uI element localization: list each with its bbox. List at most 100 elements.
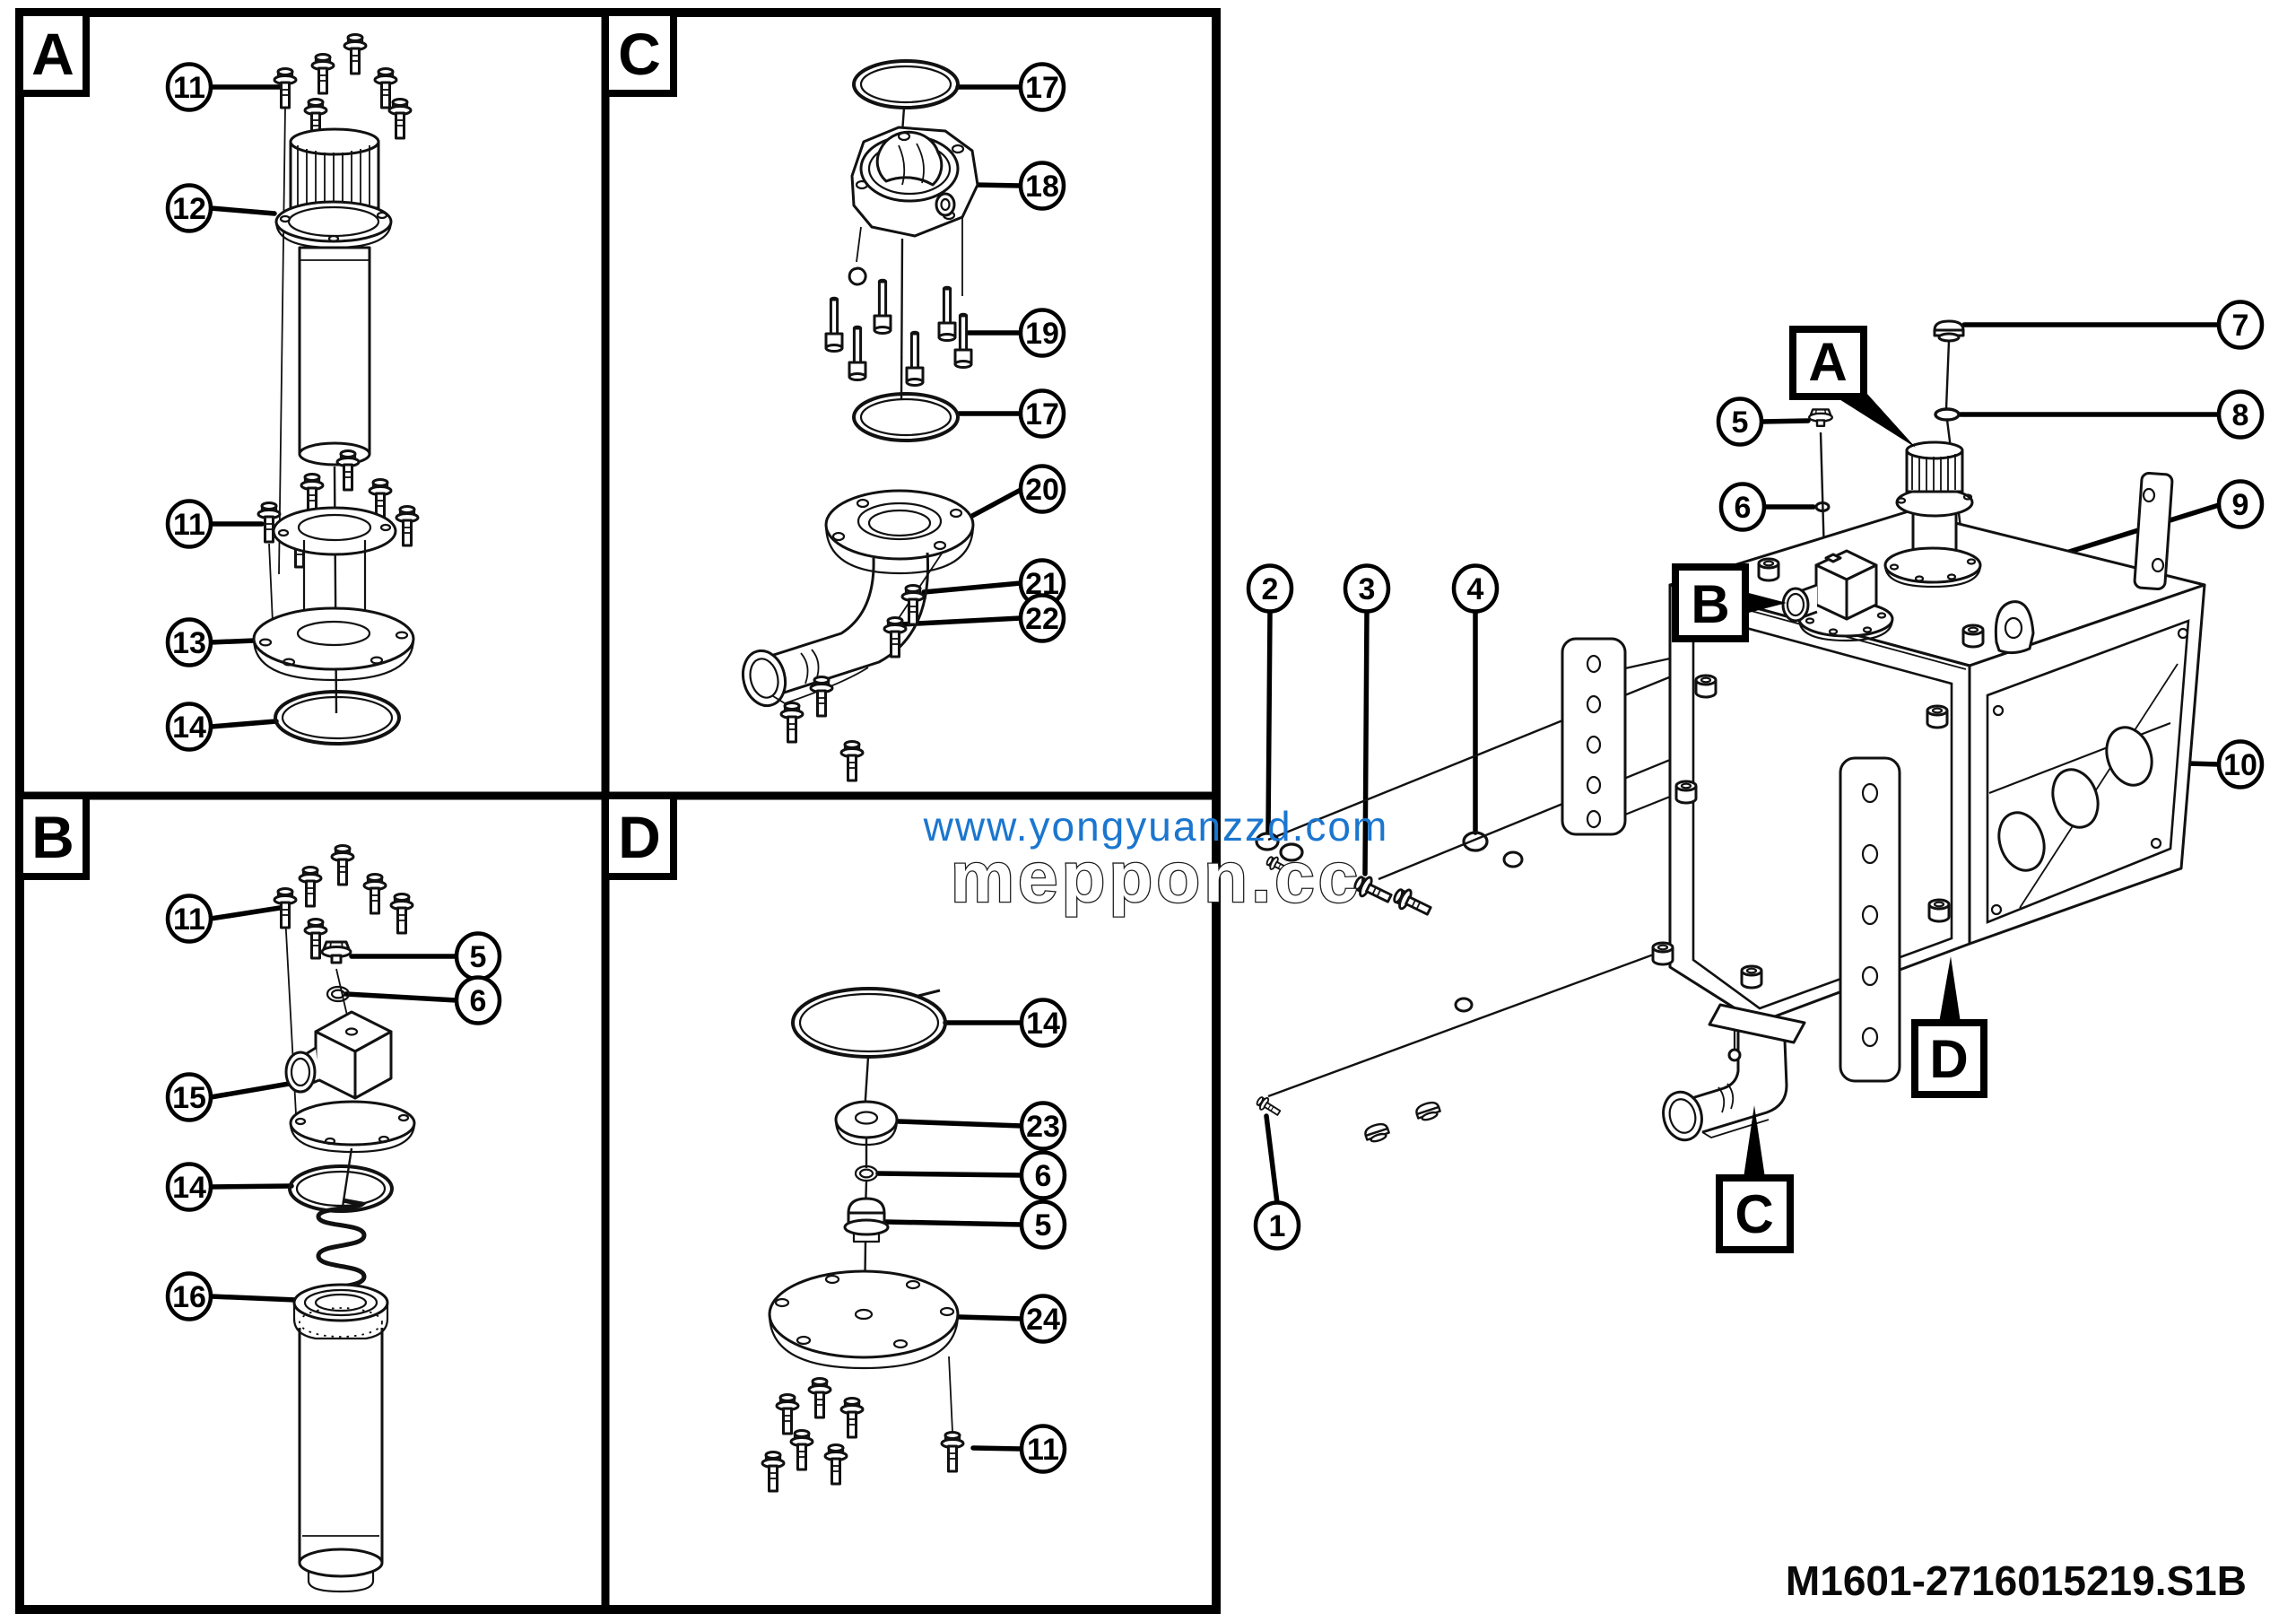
svg-text:19: 19	[1025, 317, 1059, 351]
callout-panel-c-19: 19	[1018, 308, 1066, 358]
watermark: www.yongyuanzzd.com meppon.cc	[923, 803, 1387, 918]
svg-text:5: 5	[1732, 406, 1749, 440]
panel-frames: A C B D	[15, 8, 1221, 1614]
drain-plug-part	[843, 1197, 890, 1243]
standpipe-part	[252, 506, 415, 682]
svg-text:6: 6	[1035, 1159, 1052, 1193]
ref-label-a: A	[1808, 332, 1847, 392]
filter-element-part	[292, 1283, 389, 1593]
svg-text:14: 14	[172, 1171, 206, 1205]
breather-plug	[1933, 319, 1965, 343]
callout-panel-b-11: 11	[165, 894, 213, 944]
callout-panel-d-24: 24	[1019, 1294, 1067, 1344]
suction-block-part	[284, 1010, 416, 1154]
svg-text:24: 24	[1026, 1303, 1060, 1337]
callout-panel-a-12: 12	[165, 183, 213, 233]
ball-valve-part	[848, 126, 979, 286]
svg-text:15: 15	[172, 1081, 206, 1115]
svg-text:1: 1	[1269, 1209, 1286, 1243]
callout-panel-c-17: 17	[1018, 62, 1066, 112]
callout-assembly-6: 6	[1718, 482, 1767, 532]
callout-panel-a-14: 14	[165, 702, 213, 752]
callout-assembly-3: 3	[1343, 563, 1391, 614]
callout-panel-b-6: 6	[454, 975, 502, 1025]
panel-label-c: C	[618, 21, 661, 87]
filler-cap-part	[274, 127, 393, 249]
panel-box-d	[602, 792, 677, 880]
loose-hardware	[1254, 408, 1834, 1146]
panel-box-b	[16, 792, 90, 880]
ref-label-b: B	[1691, 574, 1729, 634]
svg-text:14: 14	[172, 711, 206, 745]
panel-label-d: D	[618, 804, 661, 870]
callout-panel-d-6: 6	[1019, 1150, 1067, 1200]
svg-text:2: 2	[1262, 572, 1279, 606]
svg-text:13: 13	[172, 626, 206, 660]
callout-panel-d-11: 11	[1019, 1424, 1067, 1474]
drain-elbow	[1662, 1003, 1806, 1142]
panel-box-a	[16, 9, 90, 97]
callout-panel-b-5: 5	[454, 931, 502, 981]
callout-assembly-1: 1	[1253, 1200, 1301, 1251]
callout-assembly-10: 10	[2216, 739, 2265, 789]
center-bracket	[1839, 756, 1901, 1083]
panel-d-drawing	[761, 987, 1024, 1493]
svg-text:10: 10	[2223, 748, 2257, 782]
suction-assembly	[1781, 549, 1894, 642]
ref-label-d: D	[1929, 1029, 1968, 1089]
svg-text:6: 6	[1735, 491, 1752, 525]
lifting-lug	[1994, 600, 2035, 655]
callout-panel-c-20: 20	[1018, 464, 1066, 514]
svg-text:4: 4	[1467, 572, 1484, 606]
panel-c-drawing	[741, 59, 1023, 782]
svg-text:11: 11	[1027, 1433, 1059, 1467]
strainer-body-part	[298, 246, 371, 467]
callout-panel-a-13: 13	[165, 617, 213, 667]
panel-box-c	[602, 9, 677, 97]
svg-text:11: 11	[173, 508, 205, 542]
svg-text:14: 14	[1026, 1007, 1060, 1041]
callout-layer: 1112111314171819172021221156151416142365…	[165, 62, 2265, 1474]
panel-b-drawing	[208, 844, 459, 1593]
svg-text:17: 17	[1025, 397, 1059, 432]
ref-labels: A B C D	[1672, 326, 1987, 1253]
callout-panel-d-5: 5	[1019, 1199, 1067, 1250]
svg-text:8: 8	[2232, 398, 2249, 432]
callout-assembly-2: 2	[1246, 563, 1294, 614]
panel-a-drawing	[208, 33, 420, 746]
left-bracket	[1561, 637, 1671, 836]
cover-plate-part	[768, 1269, 960, 1370]
svg-text:16: 16	[172, 1280, 206, 1314]
washer-part	[834, 1100, 899, 1147]
svg-text:9: 9	[2232, 488, 2249, 522]
panel-label-b: B	[31, 804, 74, 870]
callout-panel-c-22: 22	[1018, 593, 1066, 643]
filler-assembly	[1883, 440, 1982, 589]
elbow-flange-part	[741, 489, 975, 708]
watermark-brand: meppon.cc	[951, 837, 1361, 917]
callout-panel-a-11: 11	[165, 499, 213, 549]
callout-panel-b-16: 16	[165, 1271, 213, 1321]
callout-panel-d-14: 14	[1019, 998, 1067, 1048]
svg-text:5: 5	[470, 940, 487, 974]
svg-text:23: 23	[1026, 1110, 1060, 1144]
svg-text:12: 12	[172, 192, 206, 226]
oring-part	[274, 690, 401, 746]
callout-assembly-4: 4	[1451, 563, 1500, 614]
svg-text:20: 20	[1025, 473, 1059, 507]
svg-text:17: 17	[1025, 71, 1059, 105]
callout-assembly-8: 8	[2216, 389, 2265, 440]
callout-panel-b-14: 14	[165, 1162, 213, 1212]
svg-text:5: 5	[1035, 1208, 1052, 1243]
svg-text:11: 11	[173, 71, 205, 105]
side-bracket	[2133, 472, 2174, 590]
ref-box-a	[1789, 326, 1867, 400]
callout-assembly-9: 9	[2216, 479, 2265, 529]
callout-assembly-5: 5	[1716, 397, 1764, 447]
svg-text:7: 7	[2232, 309, 2249, 343]
callout-panel-d-23: 23	[1019, 1101, 1067, 1151]
callout-panel-b-15: 15	[165, 1072, 213, 1122]
ref-label-c: C	[1735, 1184, 1773, 1244]
callout-assembly-7: 7	[2216, 300, 2265, 350]
